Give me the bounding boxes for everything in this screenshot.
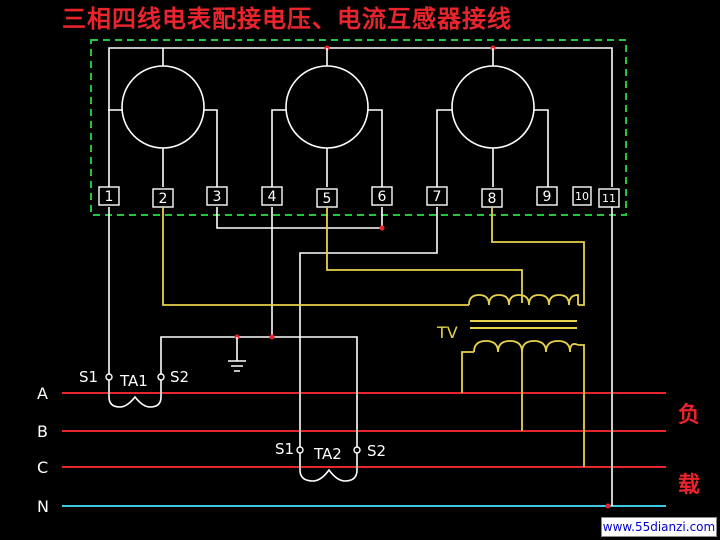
ta2-s1-terminal [296,446,304,454]
terminal-3-label: 3 [213,189,222,205]
vt-secondary-coil [473,340,579,353]
phase-n-label: N [37,497,49,516]
vt-wire-t5 [326,207,523,303]
ta2-coil [299,453,358,482]
terminal-8-label: 8 [488,191,497,207]
terminal-4-label: 4 [268,189,277,205]
meter-element-3-leads [436,48,549,187]
ta1-s2-label: S2 [170,368,189,386]
meter-element-1 [121,65,205,149]
terminal-box [536,186,558,206]
terminal-box [598,188,620,208]
load-label-1: 负 [678,403,700,428]
phase-a-label: A [37,384,48,403]
wire-t7-ta2-s1 [299,207,438,447]
meter-enclosure [90,39,627,216]
terminal-6-label: 6 [378,189,387,205]
ta1-coil [108,380,162,408]
ta2-label: TA2 [313,445,342,463]
terminal-box [98,186,120,206]
terminal-5-label: 5 [323,191,332,207]
ta1-s2-terminal [157,373,165,381]
terminal-box [426,186,448,206]
junction-dot [605,503,611,509]
load-label-2: 载 [678,472,700,498]
terminal-block: 1 2 3 4 5 6 7 8 9 10 11 [98,186,620,208]
wire-ta1-s2-ta2-s2 [160,336,358,447]
vt-primary-coil [468,294,579,306]
ta2-s2-label: S2 [367,442,386,460]
terminal-11-label: 11 [602,192,616,205]
vt-wire-t2 [162,207,469,306]
phase-b-label: B [37,422,48,441]
tv-label: TV [436,323,458,342]
terminal-2-label: 2 [159,191,168,207]
meter-element-2 [285,65,369,149]
terminal-9-label: 9 [543,189,552,205]
meter-element-1-leads [108,48,218,187]
junction-dot [379,225,385,231]
terminal-1-label: 1 [105,189,114,205]
ta2-s2-terminal [353,446,361,454]
terminal-10-label: 10 [575,190,589,203]
meter-element-3 [451,65,535,149]
terminal-box [572,186,592,206]
voltage-bus-top [108,47,613,187]
terminal-7-label: 7 [433,189,442,205]
terminal-box [371,186,393,206]
ta2-s1-label: S1 [275,440,294,458]
ta1-s1-terminal [105,373,113,381]
terminal-box [206,186,228,206]
junction-dot [269,334,275,340]
vt-sec-c [578,344,585,467]
ta1-s1-label: S1 [79,368,98,386]
page-title: 三相四线电表配接电压、电流互感器接线 [62,5,512,33]
phase-c-label: C [37,458,48,477]
wire-t3-t6 [216,207,383,229]
meter-element-2-leads [271,48,383,187]
ground-icon [228,360,246,372]
vt-wire-t8 [491,207,585,306]
vt-sec-a [461,351,474,393]
terminal-box [261,186,283,206]
ta1-label: TA1 [119,372,148,390]
watermark: www.55dianzi.com [601,517,717,537]
